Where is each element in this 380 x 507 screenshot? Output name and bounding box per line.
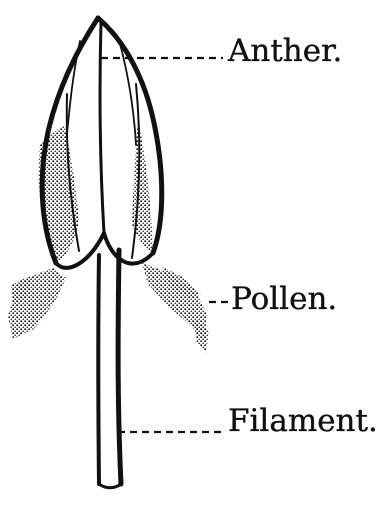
- anther-label: Anther.: [227, 33, 342, 69]
- stamen: [39, 18, 162, 488]
- filament-label: Filament.: [228, 403, 378, 439]
- pollen-label: Pollen.: [231, 281, 337, 317]
- pollen-grains: [8, 263, 209, 353]
- filament-stalk: [98, 250, 121, 488]
